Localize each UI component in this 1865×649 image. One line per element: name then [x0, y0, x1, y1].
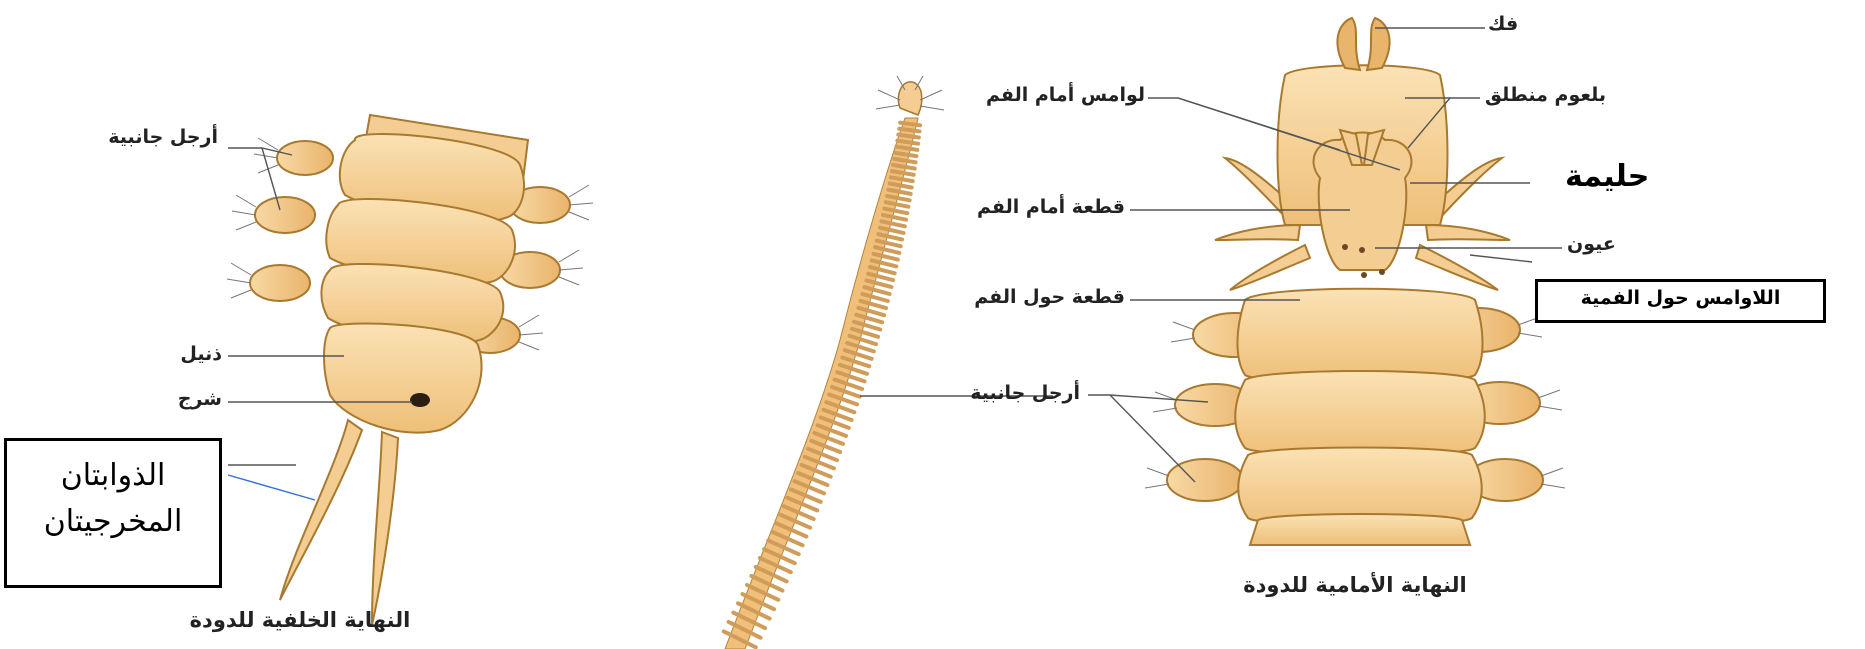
- eyes-label: عيون: [1567, 235, 1616, 254]
- middle-worm-drawing: [724, 76, 944, 649]
- middle-body-segment: [899, 129, 919, 132]
- posterior-caption: النهاية الخلفية للدودة: [140, 608, 460, 632]
- jaws: [1337, 18, 1389, 70]
- middle-worm-head: [898, 82, 921, 115]
- anterior-caption: النهاية الأمامية للدودة: [1185, 573, 1525, 597]
- anal-cirri: [280, 420, 398, 625]
- middle-body-parapodia: [724, 123, 920, 648]
- peristomial-cirri-label: اللاوامس حول الفمية: [1535, 279, 1826, 323]
- prostomial-tentacles-label: لوامس أمام الفم: [920, 86, 1145, 105]
- everted-pharynx-label: بلعوم منطلق: [1485, 86, 1606, 105]
- posterior-left-parapodia: [250, 141, 333, 301]
- posterior-parapodia-label: أرجل جانبية: [18, 128, 218, 147]
- prostomium-label: قطعة أمام الفم: [920, 198, 1125, 217]
- pygidium-label: ذنيل: [118, 345, 222, 364]
- middle-parapodia-label: أرجل جانبية: [905, 384, 1080, 403]
- posterior-end-drawing: [227, 115, 593, 625]
- anal-cirri-blue-leader: [228, 475, 315, 500]
- palp-label: حليمة: [1565, 162, 1649, 192]
- anterior-segments: [1235, 289, 1485, 545]
- anus-opening: [410, 393, 430, 407]
- anal-cirri-label: الذوابتان المخرجيتان: [4, 438, 222, 588]
- anus-label: شرج: [118, 390, 222, 409]
- middle-body-segment: [900, 123, 920, 126]
- jaw-label: فك: [1488, 15, 1518, 34]
- posterior-segments: [321, 134, 524, 433]
- peristomium-label: قطعة حول الفم: [920, 288, 1125, 307]
- middle-body-segment: [898, 135, 919, 138]
